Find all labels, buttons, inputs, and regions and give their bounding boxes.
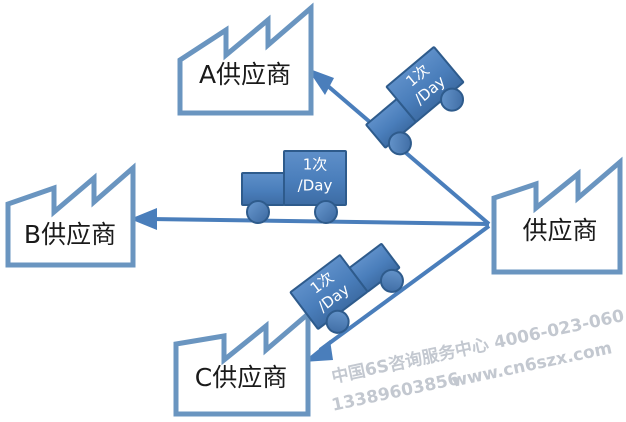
truck-trailer [385,46,465,123]
truck-wheel-rear [379,268,404,293]
factory-a-supplier[interactable]: A供应商 [177,2,314,116]
truck-wheel-front [314,200,338,224]
factory-b-supplier[interactable]: B供应商 [5,162,136,268]
factory-hub[interactable]: 供应商 [491,156,623,275]
truck-wheel-rear [387,131,412,156]
factory-hub-label: 供应商 [522,216,597,245]
truck-trailer [289,254,369,330]
truck-trailer [283,150,347,206]
truck-wheel-front [440,87,465,112]
arrow-hub-to-b [130,208,490,230]
factory-b-label: B供应商 [24,220,116,249]
factory-hub-outline [491,156,623,275]
truck-hub-to-a[interactable]: 1次 /Day [356,46,475,161]
truck-hub-to-b[interactable]: 1次 /Day [241,150,347,224]
factory-b-outline [5,162,136,268]
truck-frequency-line1: 1次 [303,156,328,174]
factory-c-label: C供应商 [195,363,287,392]
truck-wheel-front [325,309,350,334]
factory-a-outline [177,2,314,116]
watermark: 中国6S咨询服务中心 4006-023-060 www.cn6szx.com 1… [330,305,626,416]
truck-wheel-rear [246,200,270,224]
truck-frequency-line2: /Day [298,177,333,195]
factory-c-supplier[interactable]: C供应商 [173,308,311,417]
factory-a-label: A供应商 [199,60,291,89]
factory-c-outline [173,308,311,417]
truck-cab [241,172,285,206]
